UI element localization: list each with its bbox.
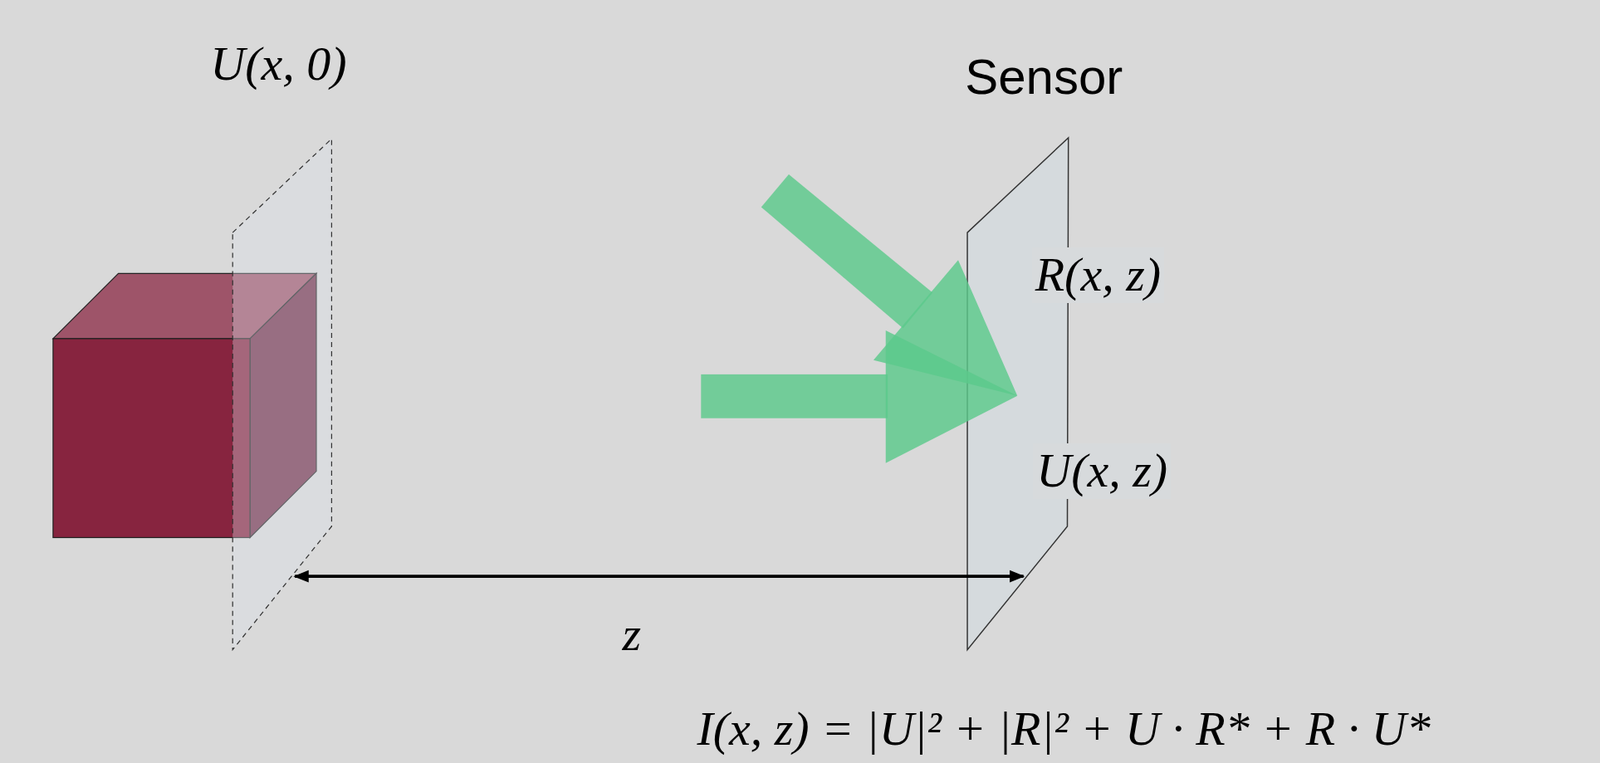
object-arrow-head [885, 330, 1018, 464]
distance-arrow [294, 574, 1023, 578]
cube-front [53, 338, 250, 539]
sensor-label: Sensor [964, 48, 1123, 106]
reference-field-label: R(x, z) [1032, 247, 1165, 304]
sensor-field-label: U(x, z) [1032, 443, 1171, 500]
object-field-label: U(x, 0) [210, 36, 347, 93]
object-plane [232, 138, 332, 651]
distance-label: z [621, 606, 641, 663]
intensity-equation: I(x, z) = |U|² + |R|² + U · R* + R · U* [696, 701, 1430, 758]
object-arrow-shaft [700, 374, 888, 419]
wave-arrows [700, 174, 1018, 464]
reference-arrow-shaft [761, 174, 933, 329]
